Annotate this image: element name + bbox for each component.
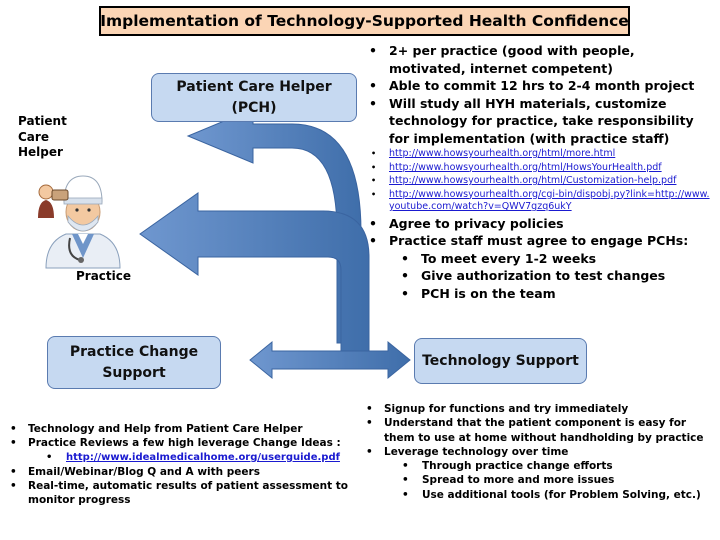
list-item: Technology and Help from Patient Care He… [6,422,351,437]
patient-care-helper-label: Patient Care Helper [18,114,67,161]
list-item: Spread to more and more issues [362,473,712,488]
list-item: Able to commit 12 hrs to 2-4 month proje… [363,77,713,95]
tech-support-box: Technology Support [414,338,587,384]
practice-change-line-2: Support [102,364,166,381]
practice-change-line-1: Practice Change [69,344,199,361]
list-item: Understand that the patient component is… [362,416,712,445]
list-item: Will study all HYH materials, customize … [363,95,713,148]
list-item: Practice Reviews a few high leverage Cha… [6,436,351,451]
list-item: PCH is on the team [363,285,713,303]
list-item: Give authorization to test changes [363,267,713,285]
double-arrow-support [249,340,411,380]
link-text[interactable]: http://www.idealmedicalhome.org/userguid… [66,451,340,463]
tech-support-label: Technology Support [422,352,579,369]
link-userguide[interactable]: http://www.idealmedicalhome.org/userguid… [6,451,351,466]
pch-box-line-1: Patient Care Helper [176,79,332,96]
list-item: Signup for functions and try immediately [362,402,712,417]
pch-box: Patient Care Helper (PCH) [151,73,357,122]
list-item: 2+ per practice (good with people, motiv… [363,42,713,77]
pch-requirements-list: 2+ per practice (good with people, motiv… [363,42,713,302]
list-item: Leverage technology over time [362,445,712,460]
link-more[interactable]: http://www.howsyourhealth.org/html/more.… [363,148,713,161]
list-item: Use additional tools (for Problem Solvin… [362,488,712,503]
arrow-to-practice [139,192,370,361]
link-customization-help[interactable]: http://www.howsyourhealth.org/html/Custo… [363,175,713,188]
label-line: Helper [18,145,63,159]
list-item: Through practice change efforts [362,459,712,474]
list-item: Agree to privacy policies [363,215,713,233]
practice-change-box: Practice Change Support [47,336,221,389]
link-text[interactable]: http://www.howsyourhealth.org/cgi-bin/di… [389,188,710,213]
link-text[interactable]: http://www.howsyourhealth.org/html/HowsY… [389,161,662,173]
list-item: Practice staff must agree to engage PCHs… [363,232,713,250]
practice-label: Practice [76,269,132,283]
link-text[interactable]: http://www.howsyourhealth.org/html/more.… [389,148,616,159]
page-title: Implementation of Technology-Supported H… [99,6,630,36]
label-line: Patient [18,114,67,128]
link-youtube[interactable]: http://www.howsyourhealth.org/cgi-bin/di… [363,189,713,214]
doctor-helper-icon [38,175,121,269]
pch-box-line-2: (PCH) [231,99,277,116]
practice-change-list: Technology and Help from Patient Care He… [6,422,351,508]
list-item: Email/Webinar/Blog Q and A with peers [6,465,351,480]
link-text[interactable]: http://www.howsyourhealth.org/html/Custo… [389,175,677,186]
list-item: To meet every 1-2 weeks [363,250,713,268]
label-line: Care [18,129,49,144]
link-howsyourhealth-pdf[interactable]: http://www.howsyourhealth.org/html/HowsY… [363,162,713,175]
list-item: Real-time, automatic results of patient … [6,479,351,508]
tech-support-list: Signup for functions and try immediately… [362,402,712,502]
